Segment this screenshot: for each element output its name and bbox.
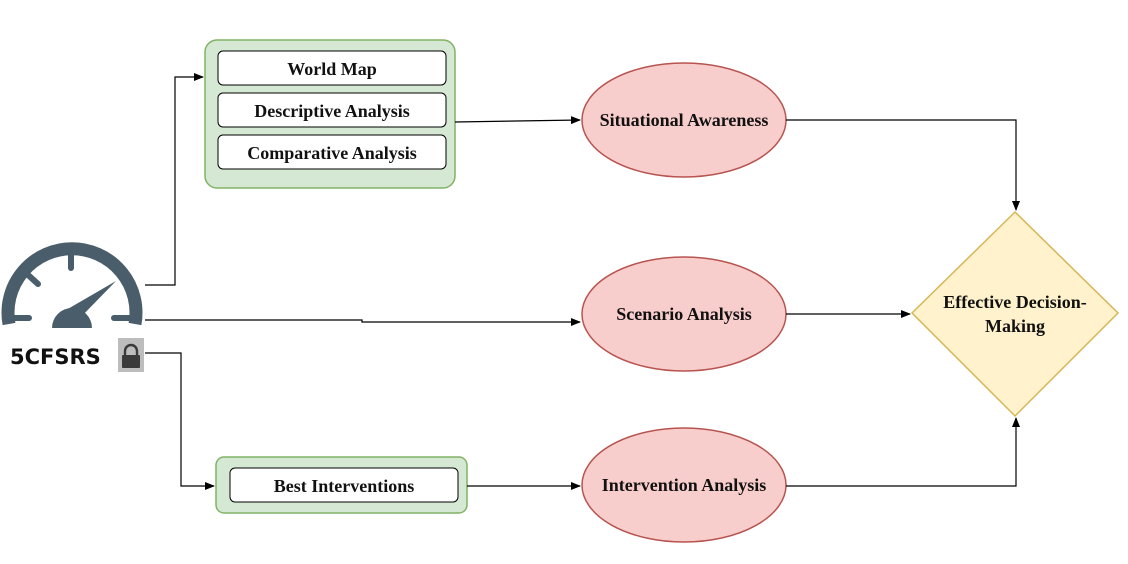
descriptive-analysis-box[interactable] [217,92,447,128]
scenario-analysis-label: Scenario Analysis [616,304,752,324]
lock-icon [118,338,144,372]
edge-source-to-bottom-group [145,352,215,490]
decision-label-line2: Making [985,316,1045,336]
intervention-analysis-label: Intervention Analysis [602,475,767,495]
best-interventions-label: Best Interventions [274,476,415,496]
world-map-box[interactable] [217,50,447,86]
intervention-analysis-node[interactable] [581,427,787,543]
comparative-analysis-box[interactable] [217,134,447,170]
edge-top-group-to-situational [454,116,581,125]
edge-source-to-scenario [145,318,581,326]
edge-situational-to-decision [786,119,1020,211]
effective-decision-making-node[interactable] [910,210,1120,418]
world-map-label: World Map [287,59,377,79]
descriptive-analysis-label: Descriptive Analysis [254,101,410,121]
situational-awareness-label: Situational Awareness [600,110,769,130]
edge-intervention-to-decision [786,417,1020,487]
best-interventions-box[interactable] [229,467,459,503]
source-label: 5CFSRS [10,345,101,369]
edge-source-to-top-group [145,73,204,286]
speedometer-icon [1,242,143,328]
decision-label-line1: Effective Decision- [943,292,1086,312]
comparative-analysis-label: Comparative Analysis [247,143,417,163]
